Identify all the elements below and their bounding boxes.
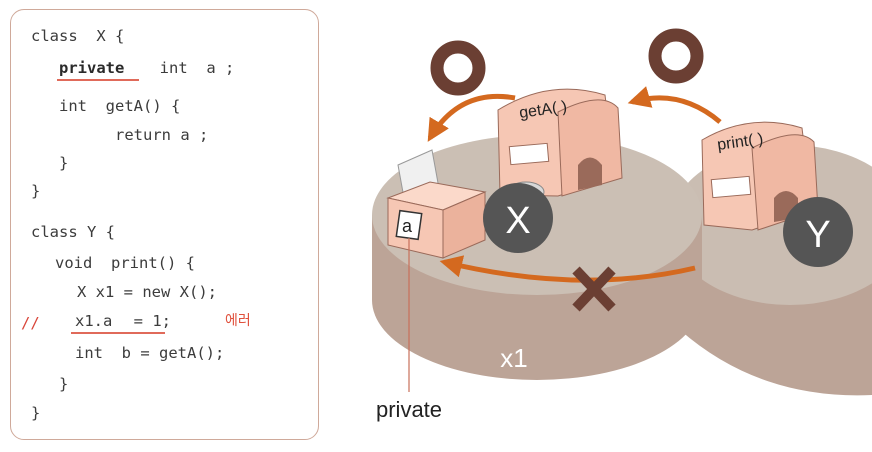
code-field-access: x1.a [75,312,113,330]
private-underline [57,79,139,81]
error-label: 에러 [225,313,251,329]
access-diagram: a getA( ) X print( ) Y x1 pr [372,28,872,422]
denied-cross-icon [572,266,616,312]
private-label: private [376,397,442,422]
code-line-close-print: } [59,375,69,393]
code-keyword-private: private [59,59,125,77]
field-a-label: a [402,216,413,236]
geta-machine: getA( ) [497,88,623,203]
code-line-close-geta: } [59,154,69,172]
class-y-badge: Y [783,197,853,267]
code-assign-value: = 1; [115,312,171,330]
code-comment-marker: // [21,314,40,332]
arrow-geta-to-field [427,93,516,142]
allowed-circle-icon [430,40,486,96]
code-line-new-x: X x1 = new X(); [77,283,217,301]
code-line-field-a: int a ; [141,59,235,77]
code-line-close-y: } [31,404,41,422]
allowed-circle-icon [648,28,704,84]
code-line-class-y: class Y { [31,223,115,241]
code-line-close-x: } [31,182,41,200]
code-line-call-geta: int b = getA(); [75,344,225,362]
code-line-print-decl: void print() { [55,254,195,272]
code-line-return: return a ; [115,126,209,144]
print-label: print( ) [716,131,764,154]
code-line-class-x: class X { [31,27,125,45]
access-underline [71,332,165,334]
geta-label: getA( ) [518,98,568,122]
class-y-label: Y [805,214,830,256]
code-line-geta-decl: int getA() { [59,97,181,115]
instance-x1-label: x1 [500,343,527,373]
class-x-label: X [505,200,530,242]
class-x-badge: X [483,183,553,253]
arrow-print-to-geta [627,86,722,124]
arrow-direct-access [439,255,696,283]
code-panel: class X { private int a ; int getA() { r… [10,9,319,440]
